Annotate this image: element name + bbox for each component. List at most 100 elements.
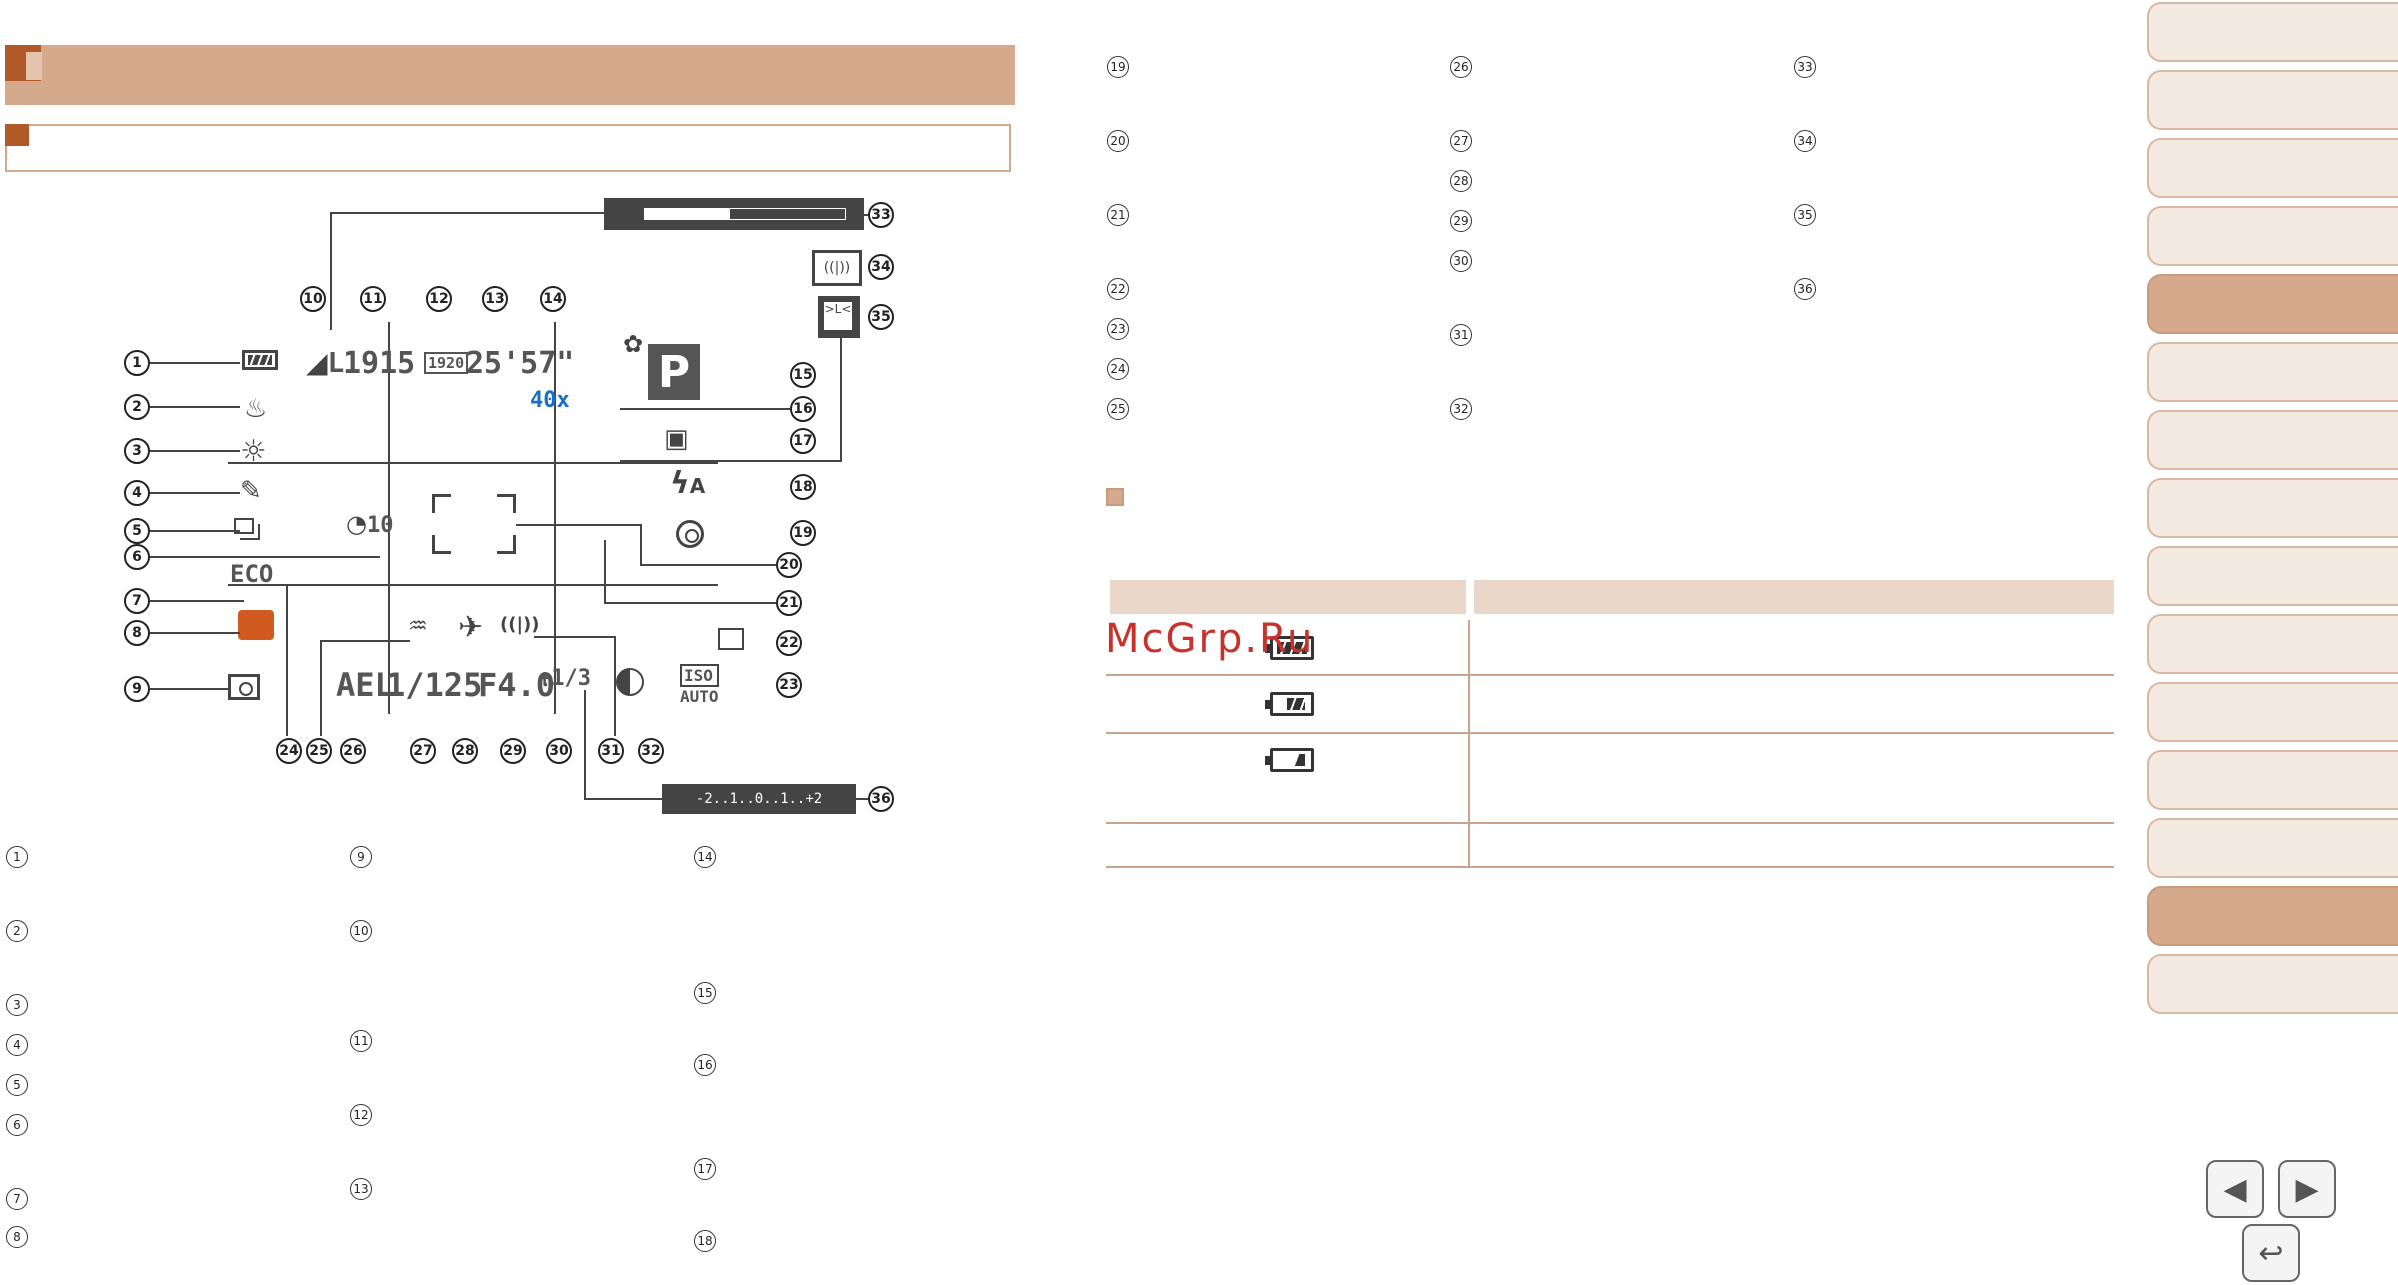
- time-zone-icon: ✈: [458, 610, 484, 645]
- drive-mode-icon-shadow: [240, 524, 260, 540]
- table-row-line: [1106, 822, 2114, 824]
- list-marker-33: 33: [1794, 56, 1816, 78]
- list-marker-19: 19: [1107, 56, 1129, 78]
- table-header-cell: [1110, 580, 1466, 614]
- list-marker-13: 13: [350, 1178, 372, 1200]
- prev-page-button[interactable]: ◀: [2206, 1160, 2264, 1218]
- battery-icon: [242, 350, 278, 370]
- side-tab-5[interactable]: [2147, 274, 2398, 334]
- list-marker-21: 21: [1107, 204, 1129, 226]
- list-marker-36: 36: [1794, 278, 1816, 300]
- callout-10: 10: [300, 286, 326, 312]
- side-tab-1[interactable]: [2147, 2, 2398, 62]
- i-contrast-icon: [616, 668, 644, 696]
- callout-27: 27: [410, 738, 436, 764]
- side-tab-9[interactable]: [2147, 546, 2398, 606]
- callout-12: 12: [426, 286, 452, 312]
- leader-line: [620, 460, 842, 462]
- callout-17: 17: [790, 428, 816, 454]
- image-size-value: L: [327, 346, 345, 379]
- white-balance-tungsten-icon: ♨: [244, 394, 268, 424]
- callout-7: 7: [124, 588, 150, 614]
- list-marker-35: 35: [1794, 204, 1816, 226]
- list-marker-34: 34: [1794, 130, 1816, 152]
- exposure-level-scale: -2..1..0..1..+2: [662, 784, 856, 814]
- leader-line: [614, 636, 616, 736]
- chapter-title-bar: [5, 45, 1015, 105]
- callout-5: 5: [124, 518, 150, 544]
- side-tab-2[interactable]: [2147, 70, 2398, 130]
- side-tab-11[interactable]: [2147, 682, 2398, 742]
- leader-line: [286, 586, 288, 736]
- leader-line: [330, 212, 332, 330]
- macro-icon: ✿: [623, 330, 644, 358]
- zoom-bar: [604, 198, 864, 230]
- list-marker-11: 11: [350, 1030, 372, 1052]
- shooting-date-icon: [718, 628, 744, 650]
- list-marker-1: 1: [6, 846, 28, 868]
- my-colors-icon: ✎: [240, 476, 262, 506]
- callout-22: 22: [776, 630, 802, 656]
- table-row-line: [1106, 674, 2114, 676]
- list-marker-32: 32: [1450, 398, 1472, 420]
- list-marker-5: 5: [6, 1074, 28, 1096]
- list-marker-26: 26: [1450, 56, 1472, 78]
- leader-line: [320, 640, 410, 642]
- leader-line: [150, 492, 240, 494]
- leader-line: [150, 556, 380, 558]
- callout-11: 11: [360, 286, 386, 312]
- ae-lock-label: AEL: [336, 666, 394, 704]
- list-marker-29: 29: [1450, 210, 1472, 232]
- iso-value: AUTO: [680, 687, 719, 706]
- leader-line: [604, 540, 606, 602]
- list-marker-15: 15: [694, 982, 716, 1004]
- callout-24: 24: [276, 738, 302, 764]
- list-marker-4: 4: [6, 1034, 28, 1056]
- callout-29: 29: [500, 738, 526, 764]
- table-row-line: [1106, 732, 2114, 734]
- side-tab-4[interactable]: [2147, 206, 2398, 266]
- section-marker: [5, 124, 29, 146]
- next-page-button[interactable]: ▶: [2278, 1160, 2336, 1218]
- list-marker-31: 31: [1450, 324, 1472, 346]
- list-marker-20: 20: [1107, 130, 1129, 152]
- back-button[interactable]: ↩: [2242, 1224, 2300, 1282]
- grid-line: [554, 322, 556, 714]
- flash-mode-value: A: [689, 474, 706, 498]
- leader-line: [516, 524, 640, 526]
- list-marker-27: 27: [1450, 130, 1472, 152]
- side-tab-15[interactable]: [2147, 954, 2398, 1014]
- callout-14: 14: [540, 286, 566, 312]
- list-marker-30: 30: [1450, 250, 1472, 272]
- leader-line: [856, 798, 868, 800]
- remaining-record-time: 25'57": [466, 346, 575, 381]
- list-marker-10: 10: [350, 920, 372, 942]
- side-tab-3[interactable]: [2147, 138, 2398, 198]
- grid-line: [228, 584, 718, 586]
- callout-2: 2: [124, 394, 150, 420]
- side-tab-10[interactable]: [2147, 614, 2398, 674]
- callout-8: 8: [124, 620, 150, 646]
- exposure-compensation: +1/3: [538, 666, 591, 691]
- image-stabilization-icon: ((|)): [500, 614, 540, 635]
- callout-28: 28: [452, 738, 478, 764]
- leader-line: [534, 636, 616, 638]
- side-tab-14[interactable]: [2147, 886, 2398, 946]
- date-stamp-icon: ▣: [664, 424, 689, 454]
- list-marker-25: 25: [1107, 398, 1129, 420]
- leader-line: [840, 338, 842, 460]
- side-tab-8[interactable]: [2147, 478, 2398, 538]
- side-tab-7[interactable]: [2147, 410, 2398, 470]
- side-tab-6[interactable]: [2147, 342, 2398, 402]
- callout-18: 18: [790, 474, 816, 500]
- callout-34: 34: [868, 254, 894, 280]
- subsection-marker: [1106, 488, 1124, 506]
- list-marker-22: 22: [1107, 278, 1129, 300]
- list-marker-9: 9: [350, 846, 372, 868]
- leader-line: [604, 602, 776, 604]
- callout-20: 20: [776, 552, 802, 578]
- side-tab-12[interactable]: [2147, 750, 2398, 810]
- side-tab-13[interactable]: [2147, 818, 2398, 878]
- grid-line: [388, 322, 390, 714]
